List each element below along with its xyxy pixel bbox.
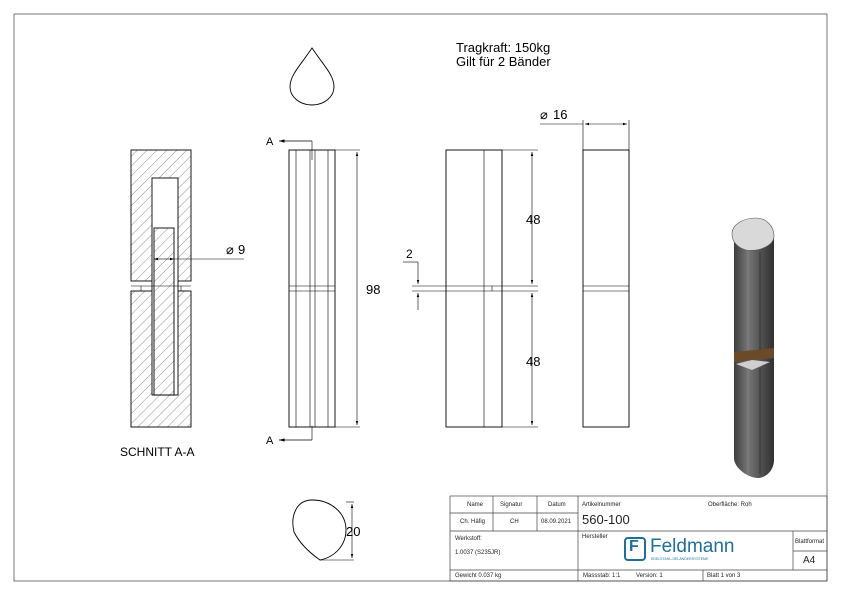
tb-scale: Massstab: 1:1 (583, 573, 621, 579)
tb-date-header: Datum (548, 502, 566, 508)
section-marker-bottom: A (266, 435, 274, 447)
tb-name: Ch. Häfig (460, 519, 486, 525)
brand-tagline: EDELSTAHL-GELÄNDERSYSTEME (651, 557, 709, 561)
section-marker-top: A (266, 136, 274, 148)
tb-format: A4 (803, 555, 816, 566)
diameter-symbol-2: ⌀ (540, 107, 548, 122)
brand-logo-mark: F (624, 537, 646, 561)
tb-name-header: Name (467, 502, 484, 508)
tb-signature: CH (510, 519, 519, 525)
side-view (445, 149, 503, 428)
dim-gap: 2 (406, 247, 413, 261)
tb-weight: Gewicht 0.037 kg (455, 573, 502, 579)
tb-article-number: 560-100 (582, 512, 630, 527)
tb-material-header: Werkstoff: (455, 536, 482, 542)
section-label: SCHNITT A-A (120, 445, 194, 459)
end-view (582, 149, 630, 428)
front-view (288, 149, 336, 428)
dim-length: 98 (366, 282, 380, 297)
tb-signature-header: Signatur (500, 502, 523, 508)
sheet-border (13, 13, 828, 582)
top-view-profile (289, 47, 335, 106)
tb-version: Version: 1 (636, 573, 663, 579)
note-count: Gilt für 2 Bänder (456, 54, 551, 69)
hinge-render (731, 217, 775, 478)
dim-upper: 48 (526, 212, 540, 227)
tb-date: 08.09.2021 (541, 519, 572, 525)
tb-maker-header: Hersteller (582, 534, 608, 540)
title-block (449, 495, 828, 582)
dim-outer-diameter: 16 (553, 107, 567, 122)
diameter-symbol: ⌀ (226, 242, 234, 257)
tb-article-header: Artikelnummer (582, 502, 621, 508)
dim-pin-diameter: 9 (238, 242, 245, 257)
tb-format-header: Blattformat (795, 539, 825, 545)
note-load: Tragkraft: 150kg (456, 40, 550, 55)
tb-sheet: Blatt 1 von 3 (707, 573, 741, 579)
brand-name: Feldmann (650, 536, 735, 557)
bottom-view-profile (292, 499, 347, 561)
tb-material: 1.0037 (S235JR) (455, 550, 501, 556)
dim-width: 20 (346, 524, 360, 539)
section-view (130, 149, 192, 428)
dim-lower: 48 (526, 354, 540, 369)
tb-surface: Oberfläche: Roh (708, 502, 752, 508)
